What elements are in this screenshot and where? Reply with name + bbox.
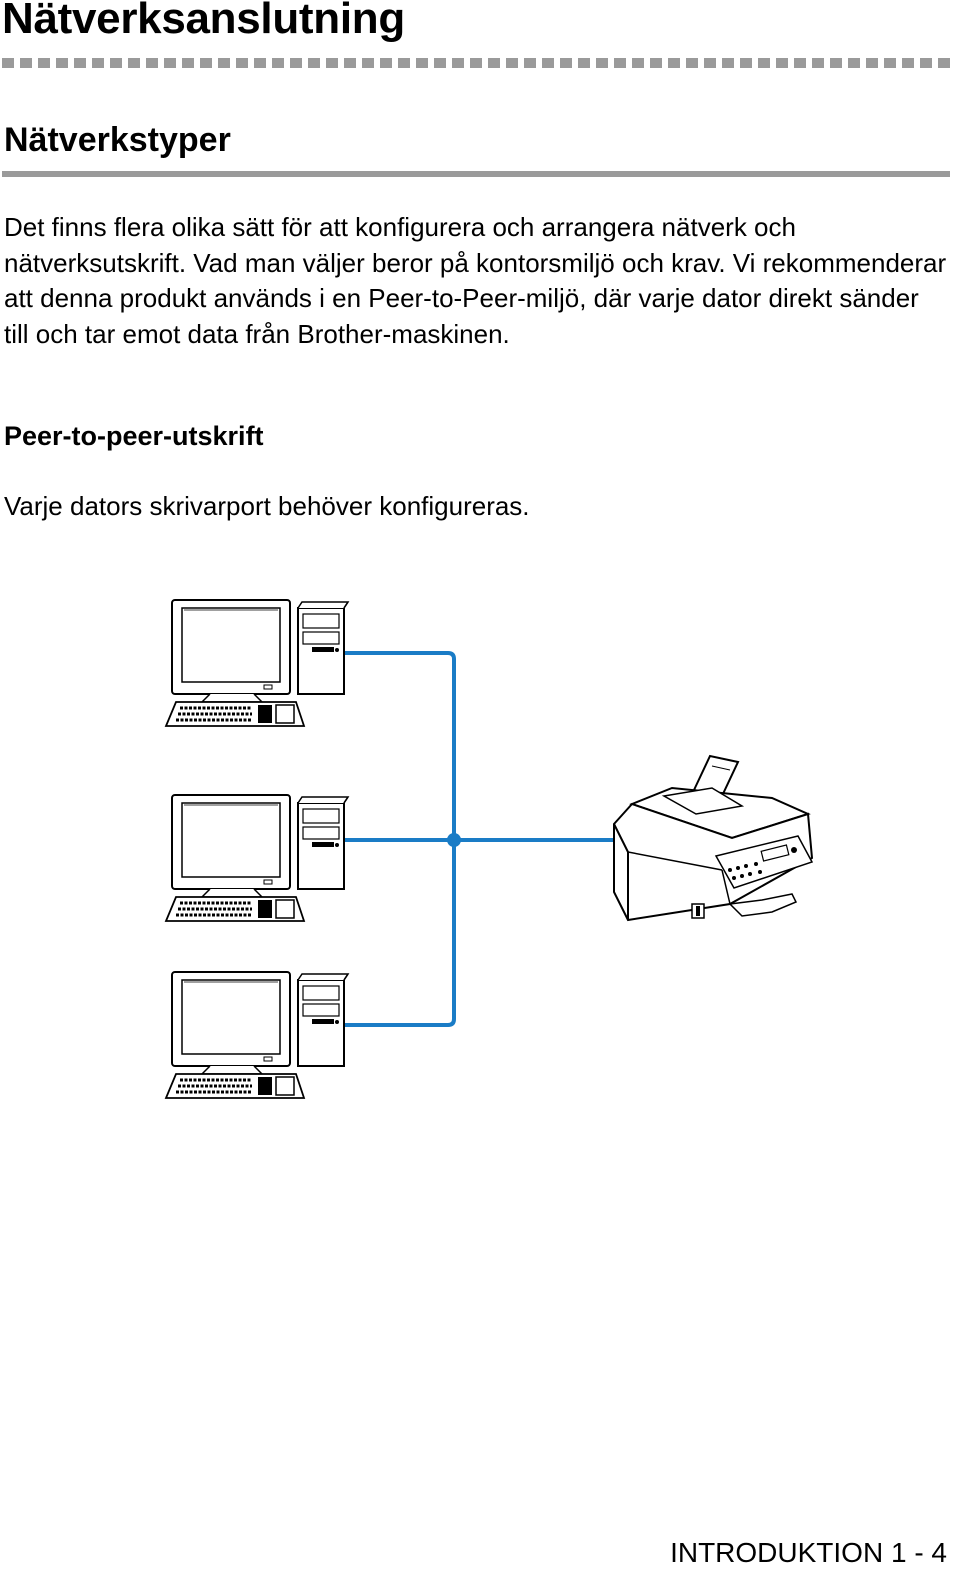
section-title: Nätverkstyper xyxy=(4,121,231,159)
computer-icon xyxy=(164,598,350,728)
network-junction xyxy=(447,833,461,847)
chapter-title: Nätverksanslutning xyxy=(2,0,405,43)
network-diagram xyxy=(164,598,814,1100)
computer-icon xyxy=(164,793,350,923)
computer-icon xyxy=(164,970,350,1100)
section-divider xyxy=(2,171,950,177)
subsection-paragraph: Varje dators skrivarport behöver konfigu… xyxy=(4,491,530,521)
chapter-divider xyxy=(2,58,950,68)
intro-paragraph: Det finns flera olika sätt för att konfi… xyxy=(4,212,947,349)
page-footer: INTRODUKTION 1 - 4 xyxy=(670,1537,947,1568)
multifunction-printer-icon xyxy=(613,754,814,922)
subsection-title: Peer-to-peer-utskrift xyxy=(4,421,264,451)
